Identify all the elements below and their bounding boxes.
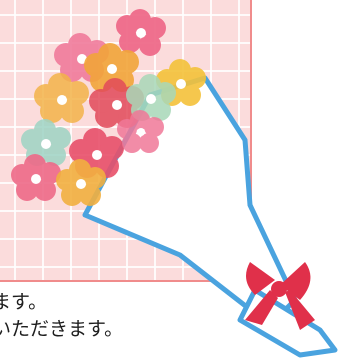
- flower-cluster: [11, 9, 206, 206]
- bouquet-ribbon: [245, 262, 315, 330]
- body-text-line-1: ます。: [0, 291, 48, 313]
- body-text-line-2: いただきます。: [0, 318, 124, 340]
